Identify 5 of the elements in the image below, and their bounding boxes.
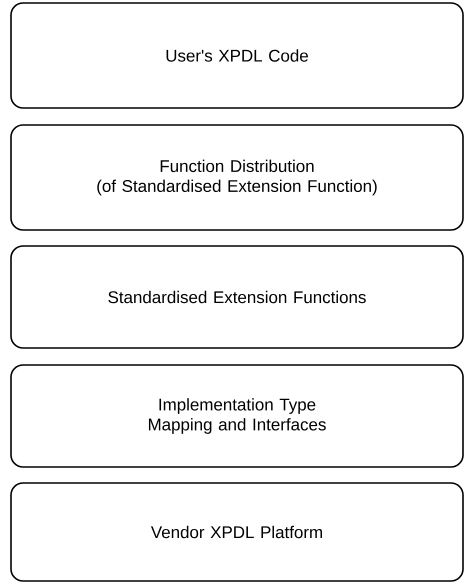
process-box: Standardised Extension Functions — [10, 245, 464, 349]
process-box: User's XPDL Code — [10, 2, 464, 109]
process-box: Vendor XPDL Platform — [10, 482, 464, 582]
process-box: Function Distribution (of Standardised Extension Function) — [10, 124, 464, 231]
process-box: Implementation Type Mapping and Interfaces — [10, 364, 464, 468]
